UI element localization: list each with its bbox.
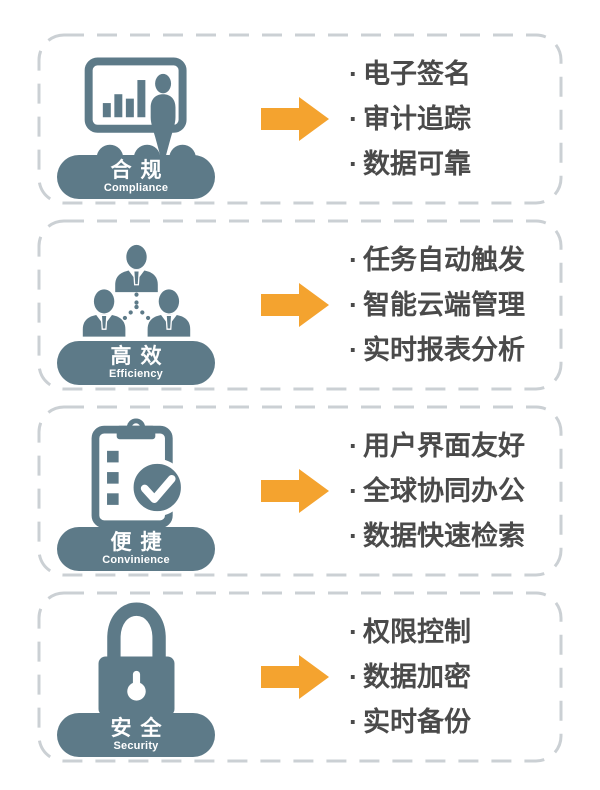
- icon-label-group: 高效 Efficiency: [37, 219, 249, 391]
- arrow-right-icon: [261, 283, 329, 327]
- bullet-dot: ·: [349, 475, 358, 506]
- bullet-list: ·电子签名 ·审计追踪 ·数据可靠: [329, 52, 471, 187]
- label-zh: 便捷: [110, 530, 171, 554]
- label-zh: 高效: [110, 344, 171, 368]
- bullet-text: 权限控制: [363, 616, 471, 647]
- label-en: Compliance: [103, 181, 169, 194]
- bullet-text: 智能云端管理: [363, 289, 525, 320]
- bullet-list: ·用户界面友好 ·全球协同办公 ·数据快速检索: [329, 424, 525, 559]
- bullet-text: 任务自动触发: [363, 244, 525, 275]
- section-convenience: 便捷 Convinience ·用户界面友好 ·全球协同办公 ·数据快速检索: [37, 405, 563, 577]
- bullet-dot: ·: [349, 334, 358, 365]
- bullet-item: ·实时报表分析: [349, 328, 525, 373]
- label-zh: 合规: [110, 158, 171, 182]
- bullet-item: ·用户界面友好: [349, 424, 525, 469]
- arrow-right-icon: [261, 97, 329, 141]
- bullet-item: ·数据加密: [349, 655, 471, 700]
- bullet-dot: ·: [349, 289, 358, 320]
- bullet-item: ·智能云端管理: [349, 283, 525, 328]
- bullet-text: 审计追踪: [363, 103, 471, 134]
- bullet-text: 电子签名: [363, 58, 471, 89]
- label-pill: 高效 Efficiency: [57, 341, 215, 385]
- label-zh: 安全: [110, 716, 171, 740]
- bullet-text: 数据加密: [363, 661, 471, 692]
- label-pill: 合规 Compliance: [57, 155, 215, 199]
- bullet-item: ·实时备份: [349, 700, 471, 745]
- icon-label-group: 合规 Compliance: [37, 33, 249, 205]
- bullet-dot: ·: [349, 103, 358, 134]
- bullet-text: 数据快速检索: [363, 520, 525, 551]
- bullet-dot: ·: [349, 244, 358, 275]
- label-pill: 安全 Security: [57, 713, 215, 757]
- label-pill: 便捷 Convinience: [57, 527, 215, 571]
- section-compliance: 合规 Compliance ·电子签名 ·审计追踪 ·数据可靠: [37, 33, 563, 205]
- label-en: Convinience: [102, 553, 170, 566]
- bullet-text: 实时报表分析: [363, 334, 525, 365]
- bullet-dot: ·: [349, 706, 358, 737]
- padlock-icon: [98, 602, 174, 716]
- bullet-dot: ·: [349, 616, 358, 647]
- arrow-right-icon: [261, 469, 329, 513]
- icon-label-group: 安全 Security: [37, 591, 249, 763]
- label-en: Security: [113, 739, 159, 752]
- team-network-icon: [82, 244, 190, 337]
- bullet-text: 全球协同办公: [363, 475, 525, 506]
- bullet-text: 数据可靠: [363, 148, 471, 179]
- bullet-dot: ·: [349, 148, 358, 179]
- bullet-text: 用户界面友好: [363, 430, 525, 461]
- bullet-item: ·数据快速检索: [349, 514, 525, 559]
- bullet-list: ·权限控制 ·数据加密 ·实时备份: [329, 610, 471, 745]
- bullet-dot: ·: [349, 58, 358, 89]
- bullet-dot: ·: [349, 430, 358, 461]
- bullet-item: ·任务自动触发: [349, 238, 525, 283]
- section-efficiency: 高效 Efficiency ·任务自动触发 ·智能云端管理 ·实时报表分析: [37, 219, 563, 391]
- bullet-item: ·数据可靠: [349, 142, 471, 187]
- presentation-audience-icon: [84, 57, 196, 158]
- bullet-list: ·任务自动触发 ·智能云端管理 ·实时报表分析: [329, 238, 525, 373]
- bullet-dot: ·: [349, 661, 358, 692]
- bullet-text: 实时备份: [363, 706, 471, 737]
- bullet-item: ·审计追踪: [349, 97, 471, 142]
- bullet-item: ·权限控制: [349, 610, 471, 655]
- bullet-item: ·全球协同办公: [349, 469, 525, 514]
- label-en: Efficiency: [109, 367, 163, 380]
- icon-label-group: 便捷 Convinience: [37, 405, 249, 577]
- arrow-right-icon: [261, 655, 329, 699]
- section-security: 安全 Security ·权限控制 ·数据加密 ·实时备份: [37, 591, 563, 763]
- clipboard-check-icon: [91, 418, 186, 529]
- bullet-item: ·电子签名: [349, 52, 471, 97]
- bullet-dot: ·: [349, 520, 358, 551]
